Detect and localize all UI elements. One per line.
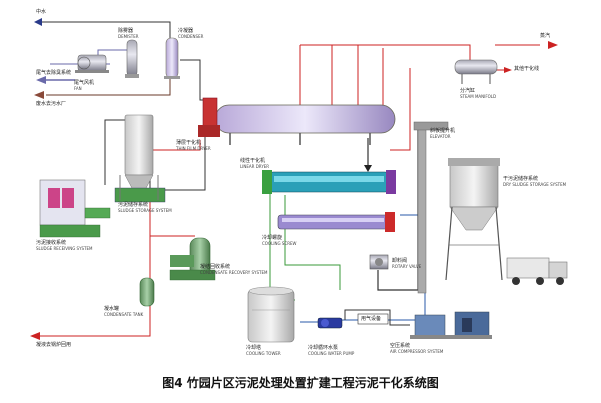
exhaust-collect-label: 尾气去除臭系统 (36, 70, 71, 76)
process-flow-diagram (30, 18, 568, 343)
air-compressor-label: 空压系统 AIR COMPRESSOR SYSTEM (390, 343, 443, 355)
condensate-recovery-en: CONDENSATE RECOVERY SYSTEM (200, 270, 268, 275)
condenser (164, 37, 180, 79)
condensate-tank-en: CONDENSATE TANK (104, 312, 144, 317)
dry-cycle-text: 其他干化线 (514, 66, 540, 72)
demister-cn: 除雾器 (118, 28, 134, 34)
cooling-water-pump-label: 冷却循环水泵 COOLING WATER PUMP (308, 345, 354, 357)
rotary-valve-cn: 卸料阀 (392, 258, 408, 264)
elevator (413, 121, 449, 294)
condenser-en: CONDENSER (178, 34, 204, 39)
rotary-valve (369, 254, 389, 270)
dump-truck (506, 257, 568, 285)
linear-dryer-label: 线性干化机 LINEAR DRYER (240, 158, 269, 170)
dry-sludge-storage-en: DRY SLUDGE STORAGE SYSTEM (503, 182, 567, 187)
sludge-storage-silo (114, 114, 166, 203)
thin-film-dryer (198, 97, 396, 145)
demister-en: DEMISTER (118, 34, 139, 39)
steam-manifold-en: STEAM MANIFOLD (460, 94, 497, 99)
exhaust-fan-en: FAN (74, 86, 82, 91)
thin-film-dryer-cn: 薄层干化机 (176, 140, 202, 146)
linear-dryer-en: LINEAR DRYER (240, 164, 270, 169)
cooling-tower-label: 冷却塔 COOLING TOWER (246, 345, 281, 357)
sludge-feed-line (104, 119, 206, 191)
steam-supply-text: 蒸汽 (540, 33, 551, 39)
to-boiler-arrow (30, 332, 40, 340)
rotary-valve-label: 卸料阀 ROTARY VALVE (392, 258, 421, 270)
cooling-tower-cn: 冷却塔 (246, 345, 262, 351)
sludge-storage-cn: 污泥储存系统 (118, 202, 149, 208)
steam-manifold (454, 59, 498, 84)
condenser-label: 冷凝器 CONDENSER (178, 28, 203, 40)
vapour-line (180, 59, 215, 101)
drain-label: 废水去污水厂 (36, 101, 66, 107)
figure-caption: 图4 竹园片区污泥处理处置扩建工程污泥干化系统图 (162, 376, 439, 390)
dry-sludge-silo (445, 158, 503, 281)
cooling-screw-en: COOLING SCREW (262, 241, 297, 246)
condensate-recovery-unit (169, 237, 216, 281)
dry-cycle-label: 其他干化线 (514, 66, 539, 72)
sludge-receiving-en: SLUDGE RECEIVING SYSTEM (36, 246, 93, 251)
cooling-tower-en: COOLING TOWER (246, 351, 281, 356)
thin-film-dryer-en: THIN FILM DRYER (176, 146, 211, 151)
elevator-en: ELEVATOR (430, 134, 451, 139)
sludge-receiving-system (39, 179, 111, 238)
steam-supply-arrow (548, 41, 558, 49)
rotary-valve-en: ROTARY VALVE (392, 264, 422, 269)
air-usage-box (357, 313, 389, 325)
dry-sludge-storage-label: 干污泥储存系统 DRY SLUDGE STORAGE SYSTEM (503, 176, 566, 188)
sludge-storage-label: 污泥储存系统 SLUDGE STORAGE SYSTEM (118, 202, 172, 214)
linear-dryer (262, 170, 396, 194)
drain-line (46, 75, 171, 96)
drain-text: 废水去污水厂 (36, 101, 67, 107)
middle-water-label: 中水 (36, 9, 46, 15)
drain-arrow (34, 91, 44, 99)
exhaust-fan (75, 54, 109, 73)
air-usage-label: 用气设备 (361, 316, 381, 322)
exhaust-fan-cn: 尾气风机 (74, 80, 95, 86)
air-compressor-cn: 空压系统 (390, 343, 411, 349)
sludge-receiving-label: 污泥接收系统 SLUDGE RECEIVING SYSTEM (36, 240, 93, 252)
condensate-tank (139, 277, 155, 307)
condensate-tank-cn: 凝水罐 (104, 306, 120, 312)
condensate-tank-label: 凝水罐 CONDENSATE TANK (104, 306, 143, 318)
exhaust-arrow (36, 76, 46, 84)
cooling-water-pump-en: COOLING WATER PUMP (308, 351, 355, 356)
cooling-screw-cn: 冷却螺旋 (262, 235, 283, 241)
demister-label: 除雾器 DEMISTER (118, 28, 139, 40)
air-line (344, 309, 410, 326)
air-compressor-en: AIR COMPRESSOR SYSTEM (390, 349, 444, 354)
elevator-cn: 斜板提升机 (430, 128, 456, 134)
to-boiler-text: 凝液去锅炉回用 (36, 342, 72, 348)
steam-supply-label: 蒸汽 (540, 33, 550, 39)
to-boiler-label: 凝液去锅炉回用 (36, 342, 71, 348)
steam-main (299, 44, 471, 112)
dry-sludge-storage-cn: 干污泥储存系统 (503, 176, 539, 182)
demister (125, 39, 139, 78)
cooling-water-pump (317, 317, 343, 329)
thin-film-dryer-label: 薄层干化机 THIN FILM DRYER (176, 140, 211, 152)
exhaust-collect-text: 尾气去除臭系统 (36, 70, 72, 76)
air-usage-text: 用气设备 (361, 316, 382, 322)
elevator-label: 斜板提升机 ELEVATOR (430, 128, 455, 140)
middle-water-arrow (34, 18, 42, 26)
sludge-receiving-cn: 污泥接收系统 (36, 240, 67, 246)
cooling-water-pump-cn: 冷却循环水泵 (308, 345, 339, 351)
middle-water-line (40, 21, 171, 40)
cooling-tower (247, 286, 295, 343)
middle-water-text: 中水 (36, 9, 47, 15)
air-compressor (410, 311, 492, 339)
condensate-recovery-cn: 凝结回收系统 (200, 264, 231, 270)
condenser-cn: 冷凝器 (178, 28, 194, 34)
steam-manifold-cn: 分汽缸 (460, 88, 476, 94)
cooling-screw (277, 212, 395, 232)
sludge-storage-en: SLUDGE STORAGE SYSTEM (118, 208, 172, 213)
linear-dryer-cn: 线性干化机 (240, 158, 266, 164)
exhaust-fan-label: 尾气风机 FAN (74, 80, 94, 92)
cooling-screw-label: 冷却螺旋 COOLING SCREW (262, 235, 296, 247)
condensate-recovery-label: 凝结回收系统 CONDENSATE RECOVERY SYSTEM (200, 264, 267, 276)
steam-manifold-label: 分汽缸 STEAM MANIFOLD (460, 88, 496, 100)
